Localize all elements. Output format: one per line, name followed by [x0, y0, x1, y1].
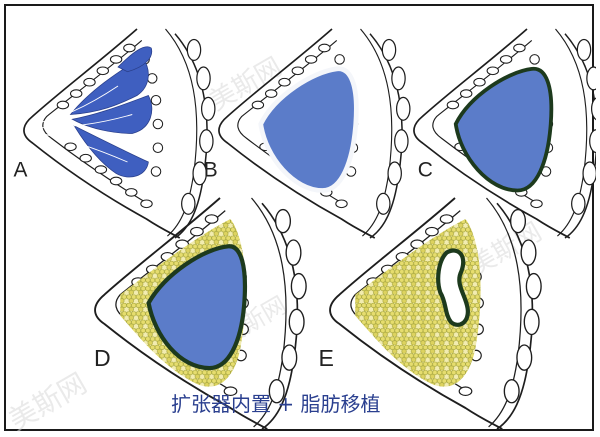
- panel-e: E: [319, 198, 542, 429]
- panel-label-a: A: [13, 158, 27, 181]
- panel-label-c: C: [418, 158, 433, 181]
- panel-a: A: [13, 29, 214, 238]
- tissue-expander: [453, 66, 554, 193]
- svg-text:美斯网: 美斯网: [6, 366, 92, 433]
- caption: 扩张器内置 + 脂肪移植: [171, 392, 380, 416]
- panel-label-d: D: [94, 345, 111, 371]
- tissue-expander: [146, 244, 247, 371]
- ducts: [32, 85, 133, 163]
- diagram-frame: 美斯网 美斯网 美斯网 美斯网 A B C D: [4, 4, 596, 433]
- deflated-expander: [436, 248, 470, 327]
- panel-label-e: E: [319, 345, 334, 371]
- tissue-expander: [258, 66, 359, 193]
- panel-d: D: [94, 198, 306, 429]
- panel-b: B: [204, 29, 410, 238]
- panel-c: C: [414, 29, 596, 238]
- panel-label-b: B: [204, 158, 218, 181]
- diagram-canvas: 美斯网 美斯网 美斯网 美斯网 A B C D: [6, 6, 596, 433]
